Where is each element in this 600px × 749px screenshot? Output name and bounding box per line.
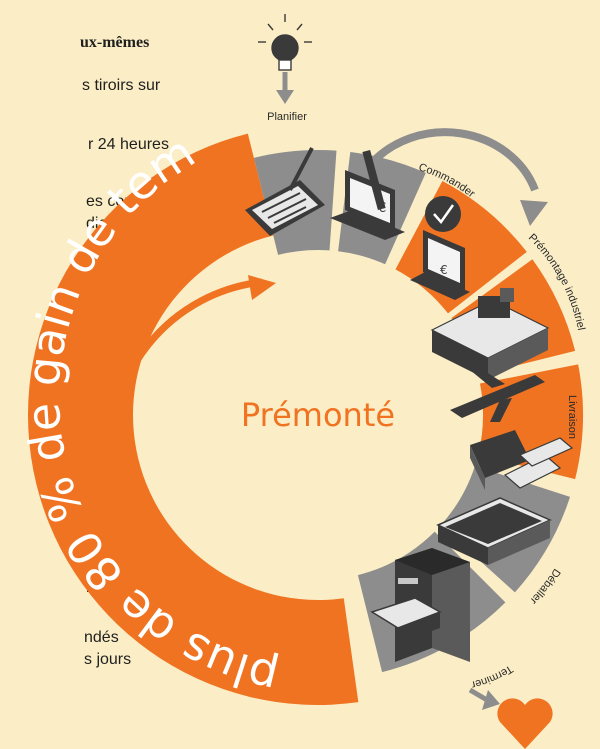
planifier-arrow-head: [276, 90, 294, 104]
terminer-arrow-head: [482, 690, 500, 710]
tablet-pen-icon: [245, 147, 325, 236]
inner-cycle-arrow: [107, 278, 301, 625]
text-fragment: r 24 heures: [88, 136, 169, 153]
computer-euro-icon: €: [330, 149, 405, 240]
heart-icon: [497, 698, 553, 749]
commander-arrow-head: [520, 200, 548, 226]
text-fragment: ux-mêmes: [80, 34, 150, 51]
text-fragment: ndés: [84, 629, 119, 646]
text-fragment: s tiroirs sur: [82, 77, 161, 94]
lightbulb-icon: [258, 14, 312, 71]
drawer-cabinet-icon: [370, 548, 470, 662]
commander-loop-arrow: [366, 128, 539, 192]
computer-check-icon: €: [410, 196, 470, 300]
step-label-livraison: Livraison: [566, 395, 578, 439]
factory-icon: [430, 288, 550, 380]
time-savings-arc: [28, 133, 359, 705]
airplane-truck-icon: [450, 368, 574, 490]
step-label-planifier: Planifier: [267, 111, 307, 123]
text-fragment: s jours: [84, 651, 132, 668]
orange-arc-band: [28, 133, 359, 705]
step-label-deballer: Déballer: [527, 566, 562, 606]
inner-arrow-head: [248, 275, 276, 300]
center-label: Prémonté: [241, 396, 395, 434]
svg-text:€: €: [440, 263, 448, 277]
terminer-arrow: [468, 687, 489, 703]
step-label-terminer: Terminer: [470, 662, 515, 690]
open-box-icon: [436, 497, 552, 565]
